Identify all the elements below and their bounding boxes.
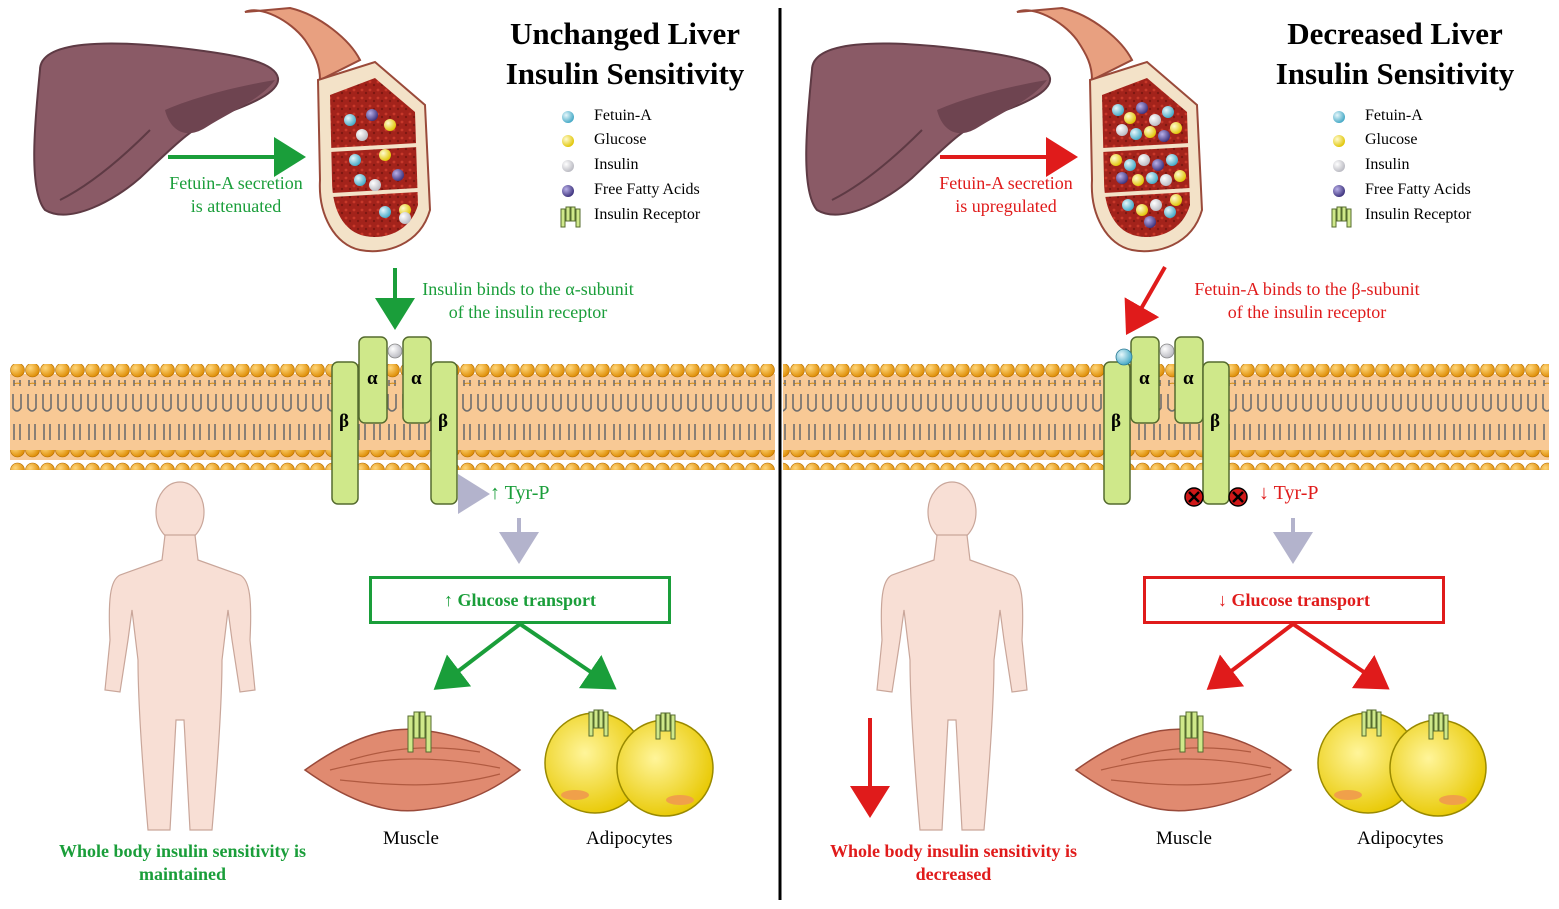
binding-caption-right: Fetuin-A binds to the β-subunit of the i…: [1172, 278, 1442, 324]
legend-ffa-label: Free Fatty Acids: [1365, 181, 1471, 198]
receptor-beta-label-right-2: β: [1210, 411, 1221, 432]
left-title: Unchanged Liver Insulin Sensitivity: [470, 14, 780, 94]
legend-insulin-icon: [562, 160, 574, 172]
arrow-to-muscle-left: [433, 622, 522, 690]
vessel-particles-right: [1110, 102, 1186, 228]
secretion-line1: Fetuin-A secretion: [169, 173, 303, 193]
secretion-line1: Fetuin-A secretion: [939, 173, 1073, 193]
legend-receptor-icon: [560, 206, 581, 228]
left-title-line2: Insulin Sensitivity: [505, 56, 745, 91]
binding-line1: Insulin binds to the α-subunit: [422, 279, 634, 299]
bound-insulin-icon: [1159, 343, 1175, 359]
legend-fetuin-label: Fetuin-A: [594, 107, 652, 124]
legend-glucose-icon: [562, 135, 574, 147]
legend-glucose-icon: [1333, 135, 1345, 147]
left-panel-art: [10, 6, 775, 831]
muscle-icon: [303, 711, 522, 812]
receptor-alpha-label-right-1: α: [1139, 368, 1150, 389]
whole-body-caption-right: Whole body insulin sensitivity is decrea…: [796, 840, 1111, 886]
bound-fetuin-icon: [1115, 348, 1133, 366]
glucose-transport-box-right: ↓ Glucose transport: [1143, 576, 1445, 624]
receptor-beta-label-left-1: β: [339, 411, 350, 432]
tyr-p-right: ↓ Tyr-P: [1259, 482, 1319, 504]
legend-glucose-label: Glucose: [594, 131, 647, 148]
muscle-label-left: Muscle: [383, 828, 439, 849]
legend-insulin-icon: [1333, 160, 1345, 172]
human-body-icon: [876, 481, 1028, 831]
right-title-line1: Decreased Liver: [1287, 16, 1503, 51]
legend-insulin-label: Insulin: [1365, 156, 1410, 173]
binding-arrow-right: [1124, 266, 1167, 335]
adipocytes-label-left: Adipocytes: [586, 828, 673, 849]
binding-line2: of the insulin receptor: [448, 302, 608, 322]
cell-membrane-right: [783, 364, 1549, 470]
receptor-beta-label-left-2: β: [438, 411, 449, 432]
bound-insulin-icon: [387, 343, 403, 359]
insulin-receptor-left: [331, 336, 458, 505]
arrow-to-muscle-right: [1206, 622, 1295, 690]
left-title-line1: Unchanged Liver: [510, 16, 740, 51]
whole-body-caption-left: Whole body insulin sensitivity is mainta…: [25, 840, 340, 886]
arrow-to-adipocytes-left: [518, 622, 617, 690]
right-title-line2: Insulin Sensitivity: [1275, 56, 1515, 91]
muscle-icon: [1074, 711, 1293, 812]
whole-body-line2: decreased: [915, 864, 992, 884]
binding-line1: Fetuin-A binds to the β-subunit: [1194, 279, 1420, 299]
cell-membrane-left: [10, 364, 775, 470]
binding-line2: of the insulin receptor: [1227, 302, 1387, 322]
receptor-alpha-label-right-2: α: [1183, 368, 1194, 389]
legend-fetuin-label: Fetuin-A: [1365, 107, 1423, 124]
legend-ffa-label: Free Fatty Acids: [594, 181, 700, 198]
whole-body-line1: Whole body insulin sensitivity is: [829, 841, 1078, 861]
binding-caption-left: Insulin binds to the α-subunit of the in…: [398, 278, 658, 324]
legend-fetuin-icon: [1333, 111, 1345, 123]
legend-receptor-label: Insulin Receptor: [1365, 206, 1472, 223]
secretion-line2: is attenuated: [190, 196, 282, 216]
whole-body-line1: Whole body insulin sensitivity is: [58, 841, 307, 861]
whole-body-line2: maintained: [138, 864, 226, 884]
arrow-to-adipocytes-right: [1291, 622, 1390, 690]
glucose-transport-box-left: ↑ Glucose transport: [369, 576, 671, 624]
tyr-p-left: ↑ Tyr-P: [490, 482, 550, 504]
legend-glucose-label: Glucose: [1365, 131, 1418, 148]
legend-ffa-icon: [1333, 185, 1345, 197]
legend-receptor-icon: [1331, 206, 1352, 228]
secretion-caption-right: Fetuin-A secretion is upregulated: [906, 172, 1106, 218]
legend-receptor-label: Insulin Receptor: [594, 206, 701, 223]
blocked-phosphorylation-icon: [1184, 487, 1248, 507]
legend-fetuin-icon: [562, 111, 574, 123]
receptor-beta-label-right-1: β: [1111, 411, 1122, 432]
receptor-alpha-label-left-1: α: [367, 368, 378, 389]
adipocytes-icon: [1317, 709, 1487, 817]
legend-insulin-label: Insulin: [594, 156, 639, 173]
muscle-label-right: Muscle: [1156, 828, 1212, 849]
human-body-icon: [104, 481, 256, 831]
liver-icon: [805, 42, 1052, 216]
right-panel-art: [783, 6, 1549, 831]
receptor-alpha-label-left-2: α: [411, 368, 422, 389]
right-title: Decreased Liver Insulin Sensitivity: [1240, 14, 1550, 94]
vessel-particles-left: [344, 109, 411, 224]
adipocytes-label-right: Adipocytes: [1357, 828, 1444, 849]
legend-ffa-icon: [562, 185, 574, 197]
insulin-receptor-right: [1103, 336, 1230, 505]
secretion-caption-left: Fetuin-A secretion is attenuated: [136, 172, 336, 218]
secretion-line2: is upregulated: [955, 196, 1057, 216]
liver-icon: [33, 42, 280, 216]
adipocytes-icon: [544, 709, 714, 817]
